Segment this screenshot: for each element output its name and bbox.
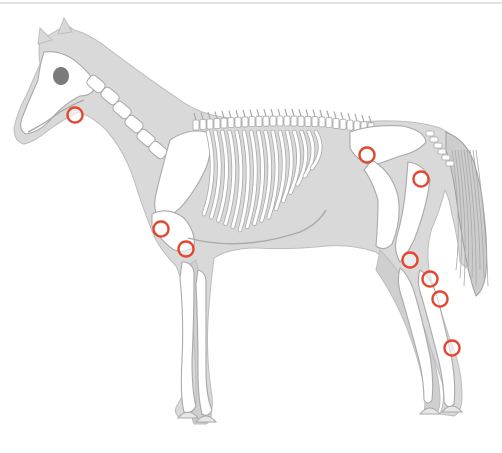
spinous-process [271,109,273,116]
spine-vertebra [305,116,311,126]
spine-vertebra [235,117,241,127]
spinous-process [313,110,315,117]
spine-vertebra [333,118,339,128]
spinous-process [299,109,301,116]
spinous-process [334,111,336,118]
spine-vertebra [291,116,297,126]
spinous-process [327,111,329,118]
spine-vertebra [312,117,318,127]
spinous-process [341,112,343,119]
eye-socket [53,67,69,85]
spine-vertebra [326,118,332,128]
tail-vertebra [426,131,434,136]
spine-vertebra [263,116,269,126]
spinous-process [278,109,280,116]
spinous-process [243,110,245,117]
spinous-process [320,110,322,117]
joint-marker-jaw [68,108,83,123]
spine-vertebra [249,117,255,127]
tail-vertebra [430,137,438,142]
joint-marker-elbow [179,242,194,257]
joint-marker-stifle [414,172,429,187]
spinous-process [264,109,266,116]
horse-ear [58,18,72,34]
spine-vertebra [270,116,276,126]
spinous-process [229,111,231,118]
joint-marker-hock [423,272,438,287]
spinous-process [362,115,364,122]
joint-marker-shoulder [154,222,169,237]
spine-vertebra [256,116,262,126]
spinous-process [355,114,357,121]
spine-vertebra [298,116,304,126]
tail-vertebra [438,149,446,154]
joint-marker-hock-lower [433,292,448,307]
spinous-process [236,110,238,117]
tail-vertebra [434,143,442,148]
spine-vertebra [277,116,283,126]
spine-vertebra [340,119,346,129]
spinous-process [348,113,350,120]
spine-vertebra [228,118,234,128]
spine-vertebra [242,117,248,127]
joint-marker-cannon [445,341,460,356]
spine-vertebra [193,120,199,130]
spine-vertebra [214,119,220,129]
spine-vertebra [221,118,227,128]
spine-vertebra [284,116,290,126]
spinous-process [285,109,287,116]
spinous-process [257,109,259,116]
spine-vertebra [207,119,213,129]
spine-vertebra [200,119,206,129]
spinous-process [250,110,252,117]
tail-vertebra [442,155,450,160]
spine-vertebra [347,120,353,130]
spinous-process [292,109,294,116]
joint-marker-hip [360,148,375,163]
joint-marker-hock-upper [403,253,418,268]
spine-vertebra [319,117,325,127]
tail-vertebra [446,161,454,166]
spinous-process [306,109,308,116]
